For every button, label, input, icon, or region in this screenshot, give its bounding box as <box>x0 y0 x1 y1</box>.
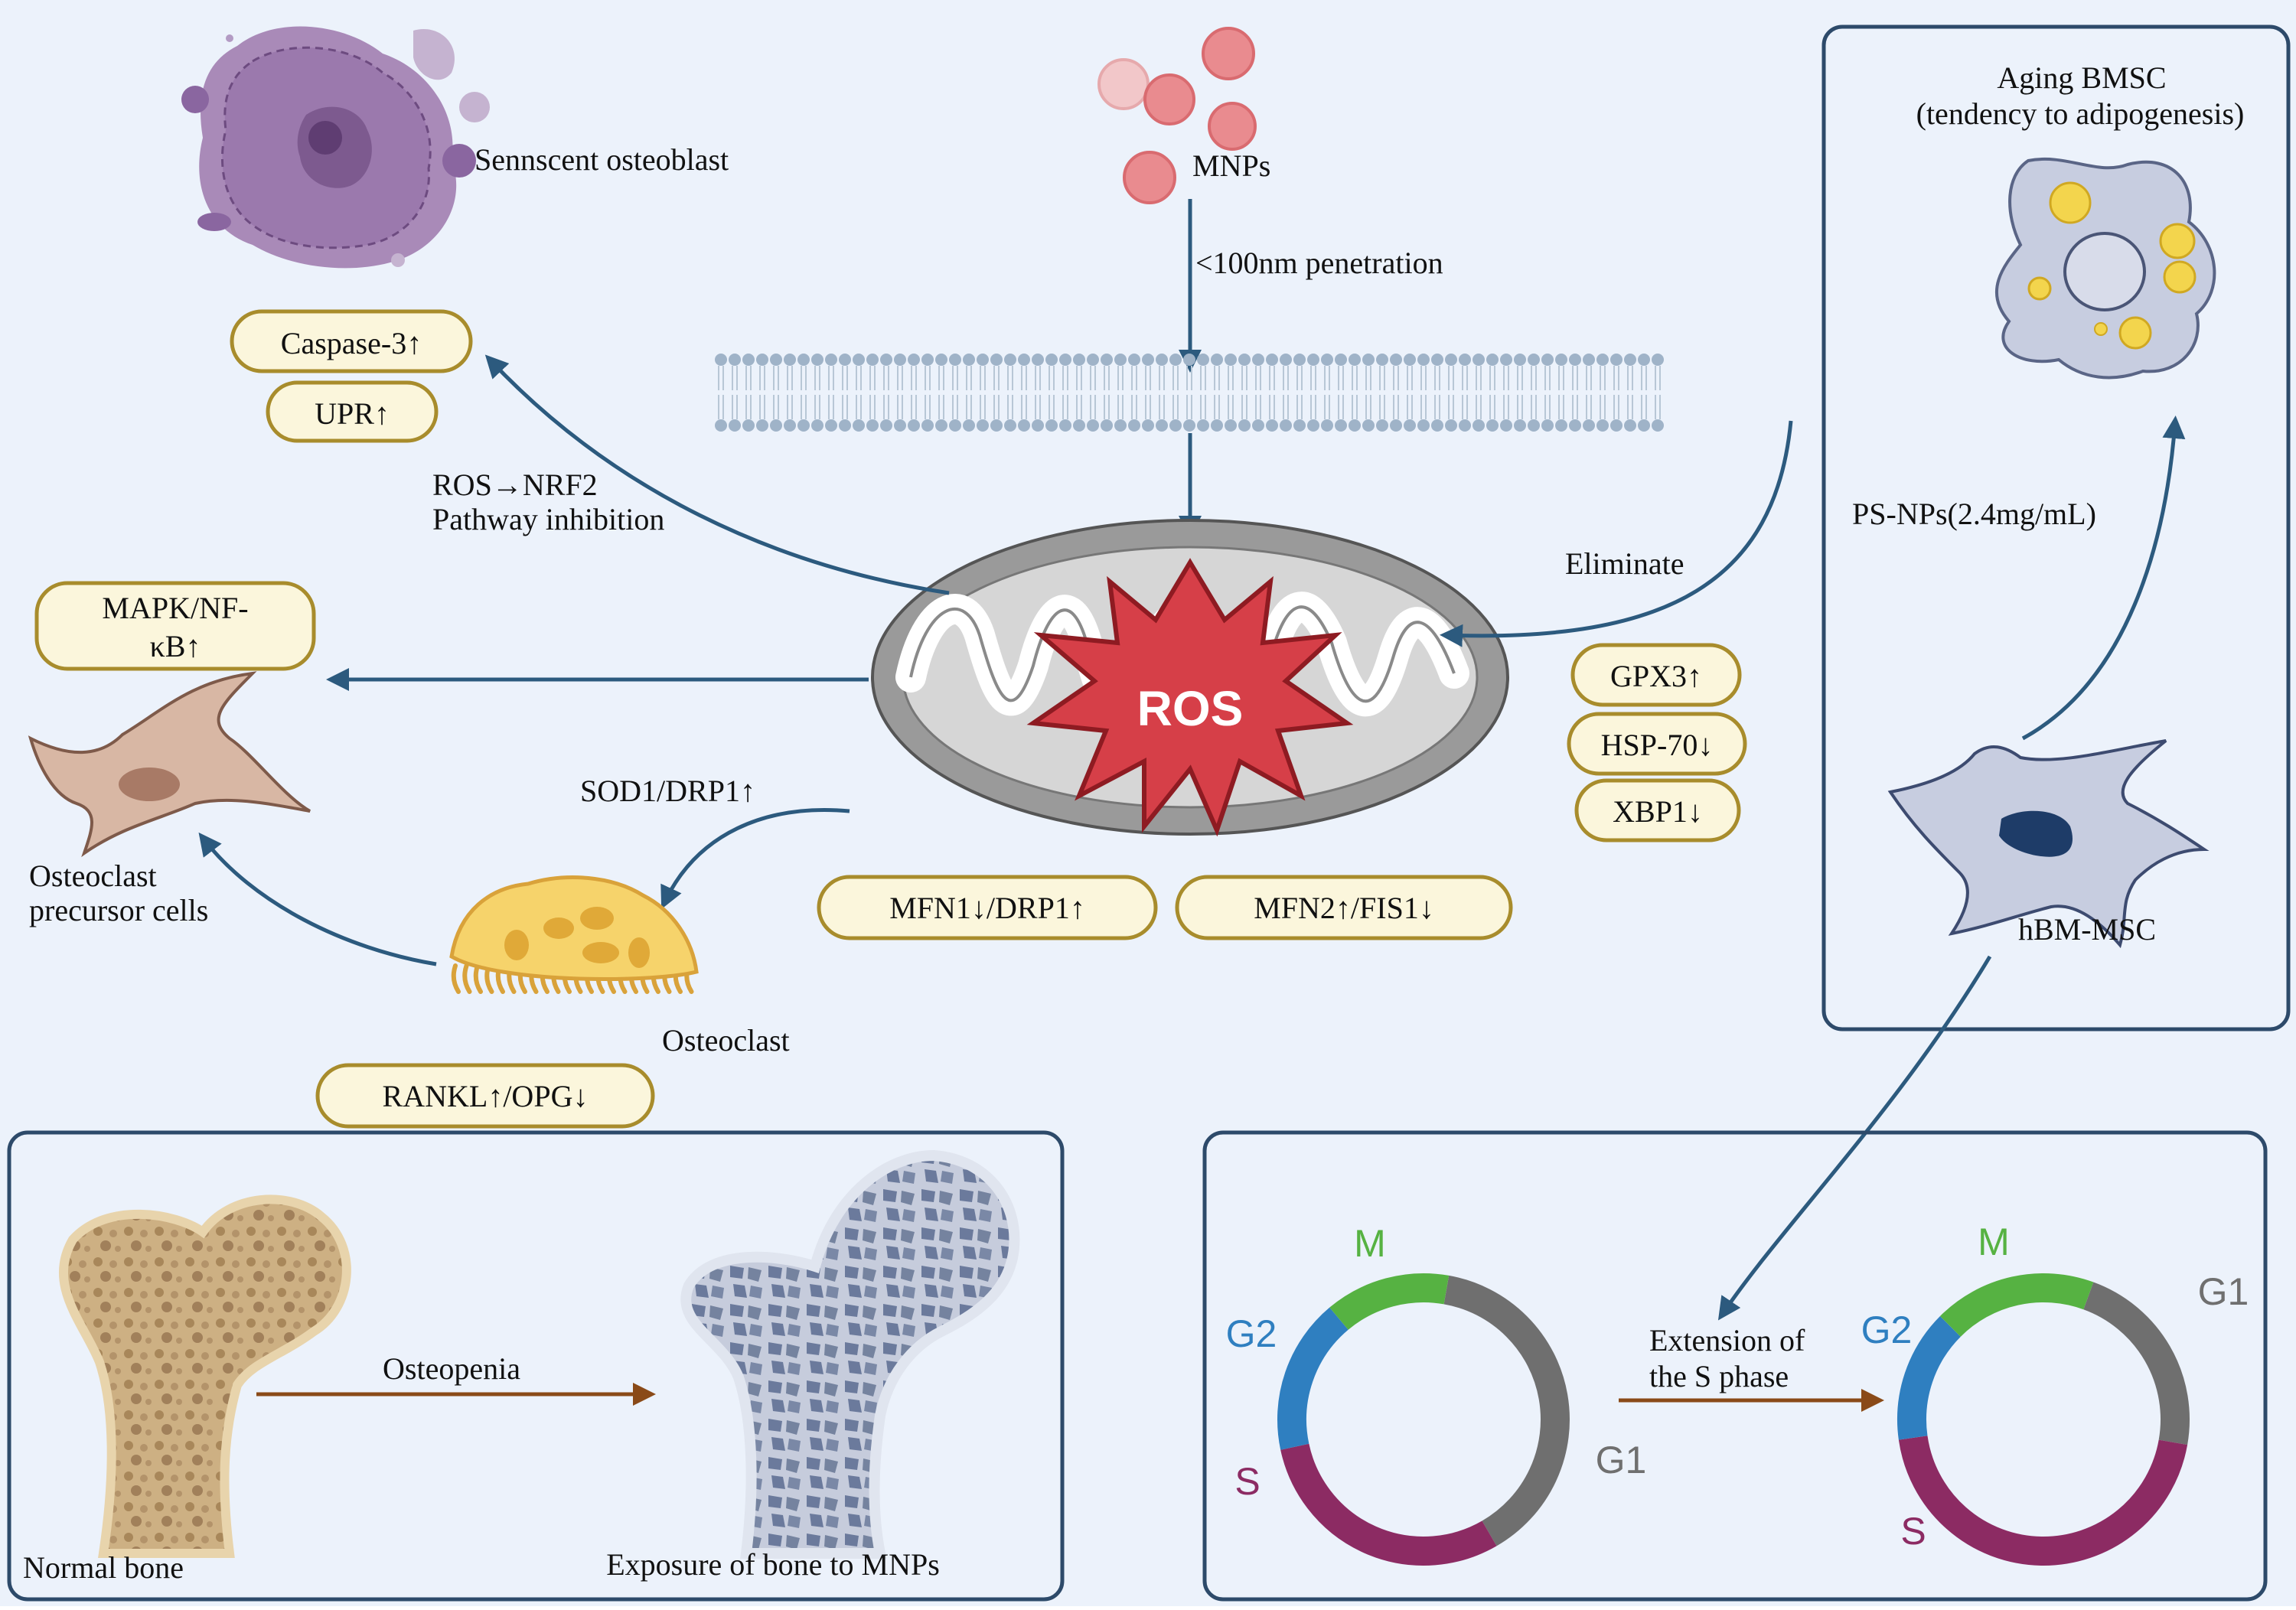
left-phase-g1: G1 <box>1596 1439 1647 1481</box>
cell-cycle-ring-left <box>1277 1273 1570 1566</box>
ros-nrf2-label: ROS→NRF2 <box>432 468 598 502</box>
osteoclast-precursor-label-1: Osteoclast <box>29 859 157 893</box>
svg-text:RANKL↑/OPG↓: RANKL↑/OPG↓ <box>383 1079 589 1113</box>
pill-caspase3: Caspase-3↑ <box>230 309 473 373</box>
left-phase-g2: G2 <box>1226 1312 1277 1355</box>
left-g2-segment <box>1277 1307 1349 1450</box>
right-g2-segment <box>1897 1315 1962 1440</box>
left-g1-segment <box>1443 1275 1570 1546</box>
svg-text:Caspase-3↑: Caspase-3↑ <box>281 326 422 360</box>
cell-membrane-icon <box>715 354 1664 432</box>
bmsc-panel <box>1821 24 2291 1032</box>
mnps-label: MNPs <box>1192 148 1270 183</box>
svg-text:MFN1↓/DRP1↑: MFN1↓/DRP1↑ <box>889 891 1085 925</box>
ros-label: ROS <box>1137 681 1244 736</box>
right-g1-segment <box>2082 1282 2190 1445</box>
ps-nps-arrow <box>2021 416 2186 741</box>
svg-text:GPX3↑: GPX3↑ <box>1610 659 1702 693</box>
extension-label-2: the S phase <box>1649 1359 1789 1393</box>
ros-burst-icon <box>1026 558 1354 837</box>
left-s-segment <box>1280 1443 1497 1566</box>
normal-bone-icon <box>59 1194 351 1558</box>
exposure-label: Exposure of bone to MNPs <box>606 1547 940 1582</box>
svg-text:XBP1↓: XBP1↓ <box>1613 794 1703 829</box>
senescent-osteoblast-icon <box>181 26 490 269</box>
senescent-osteoblast-label: Sennscent osteoblast <box>475 142 729 177</box>
extension-label-1: Extension of <box>1649 1323 1805 1357</box>
osteoclast-to-precursor-arrow <box>198 832 437 966</box>
right-m-segment <box>1939 1273 2094 1338</box>
osteopenic-bone-icon <box>680 1149 1020 1559</box>
cell-cycle-ring-right <box>1897 1273 2190 1566</box>
pill-rankl-opg: RANKL↑/OPG↓ <box>315 1063 655 1129</box>
pill-gpx3: GPX3↑ <box>1570 643 1742 707</box>
osteoclast-precursor-icon <box>28 671 311 858</box>
svg-text:UPR↑: UPR↑ <box>315 396 390 431</box>
osteoclast-icon <box>449 875 699 994</box>
right-s-segment <box>1898 1436 2188 1566</box>
left-phase-m: M <box>1354 1222 1386 1265</box>
penetration-label: <100nm penetration <box>1195 246 1443 280</box>
svg-text:κB↑: κB↑ <box>150 629 201 663</box>
left-m-segment <box>1329 1273 1450 1331</box>
left-phase-s: S <box>1234 1460 1260 1503</box>
pill-mfn1-drp1: MFN1↓/DRP1↑ <box>817 875 1158 940</box>
right-phase-g1: G1 <box>2198 1270 2249 1313</box>
eliminate-arrow <box>1440 420 1793 647</box>
pill-hsp70: HSP-70↓ <box>1567 712 1747 776</box>
pathway-inhibition-label: Pathway inhibition <box>432 502 664 536</box>
osteoclast-label: Osteoclast <box>662 1023 790 1058</box>
cell-cycle-panel <box>1202 1130 2268 1602</box>
right-phase-m: M <box>1978 1221 2010 1263</box>
aging-bmsc-icon <box>1994 157 2216 380</box>
ps-nps-label: PS-NPs(2.4mg/mL) <box>1852 497 2096 531</box>
aging-bmsc-subtitle: (tendency to adipogenesis) <box>1916 96 2245 131</box>
pill-upr: UPR↑ <box>266 380 439 443</box>
aging-bmsc-title: Aging BMSC <box>1997 60 2166 95</box>
right-phase-s: S <box>1900 1510 1926 1553</box>
svg-text:MAPK/NF-: MAPK/NF- <box>102 591 248 625</box>
svg-text:HSP-70↓: HSP-70↓ <box>1601 728 1714 762</box>
pill-xbp1: XBP1↓ <box>1574 778 1741 842</box>
msc-to-cell-cycle-arrow <box>1717 955 1992 1321</box>
pill-mapk-nfkb: MAPK/NF- κB↑ <box>34 581 316 671</box>
svg-text:MFN2↑/FIS1↓: MFN2↑/FIS1↓ <box>1254 891 1434 925</box>
osteoclast-precursor-label-2: precursor cells <box>29 893 208 927</box>
eliminate-label: Eliminate <box>1565 546 1684 581</box>
ros-to-osteoclast-arrow <box>660 808 850 910</box>
right-phase-g2: G2 <box>1861 1309 1913 1351</box>
bone-panel <box>7 1130 1065 1602</box>
hbm-msc-icon <box>1887 739 2210 949</box>
mnp-particles-icon <box>1097 27 1257 204</box>
hbm-msc-label: hBM-MSC <box>2018 912 2156 947</box>
sod1-drp1-label: SOD1/DRP1↑ <box>580 774 755 808</box>
normal-bone-label: Normal bone <box>23 1550 184 1585</box>
ros-to-osteoblast-arrow <box>484 354 950 595</box>
pill-mfn2-fis1: MFN2↑/FIS1↓ <box>1175 875 1513 940</box>
osteopenia-label: Osteopenia <box>383 1351 520 1386</box>
